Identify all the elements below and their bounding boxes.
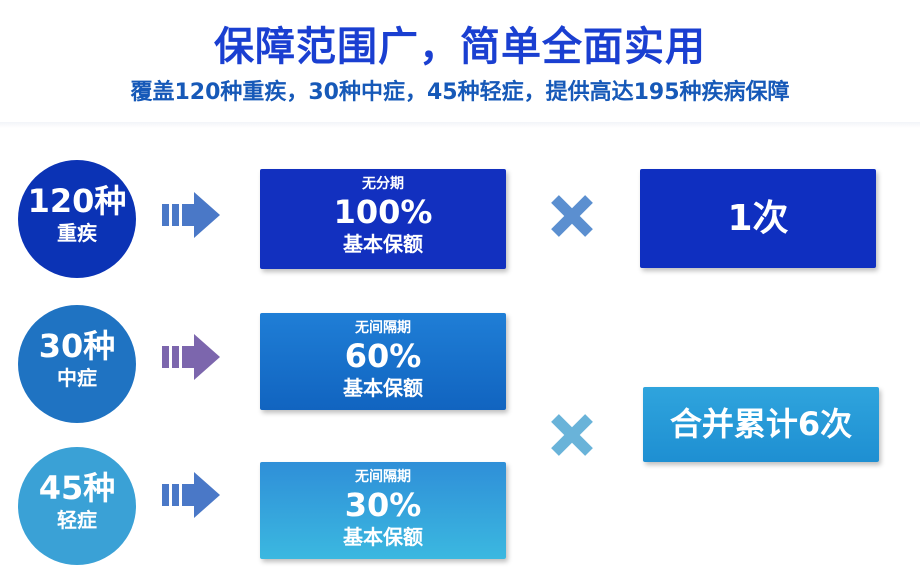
arrow-right-icon <box>162 472 220 518</box>
box-period: 无间隔期 <box>355 320 411 336</box>
box-label: 基本保额 <box>343 525 423 549</box>
circle-major-disease: 120种 重疾 <box>18 160 136 278</box>
box-percent: 30% <box>344 486 422 524</box>
circle-label: 中症 <box>57 366 97 390</box>
box-period: 无间隔期 <box>355 469 411 485</box>
circle-label: 轻症 <box>57 508 97 532</box>
multiply-icon <box>551 414 593 456</box>
page-title: 保障范围广，简单全面实用 <box>214 24 706 70</box>
arrow-right-icon <box>162 334 220 380</box>
arrow-right-icon <box>162 192 220 238</box>
result-box-once: 1次 <box>640 169 876 268</box>
circle-label: 重疾 <box>57 221 97 245</box>
circle-count: 30种 <box>38 327 116 365</box>
box-percent: 60% <box>344 337 422 375</box>
header-divider <box>0 122 920 128</box>
box-label: 基本保额 <box>343 232 423 256</box>
circle-mild-disease: 45种 轻症 <box>18 447 136 565</box>
coverage-box-major: 无分期 100% 基本保额 <box>260 169 506 269</box>
circle-count: 45种 <box>38 469 116 507</box>
coverage-box-medium: 无间隔期 60% 基本保额 <box>260 313 506 410</box>
box-label: 基本保额 <box>343 376 423 400</box>
box-period: 无分期 <box>362 176 404 192</box>
result-box-combined: 合并累计6次 <box>643 387 879 462</box>
page-subtitle: 覆盖120种重疾，30种中症，45种轻症，提供高达195种疾病保障 <box>130 80 790 105</box>
circle-medium-disease: 30种 中症 <box>18 305 136 423</box>
multiply-icon <box>551 195 593 237</box>
box-percent: 100% <box>333 193 433 231</box>
circle-count: 120种 <box>27 182 127 220</box>
coverage-box-mild: 无间隔期 30% 基本保额 <box>260 462 506 559</box>
